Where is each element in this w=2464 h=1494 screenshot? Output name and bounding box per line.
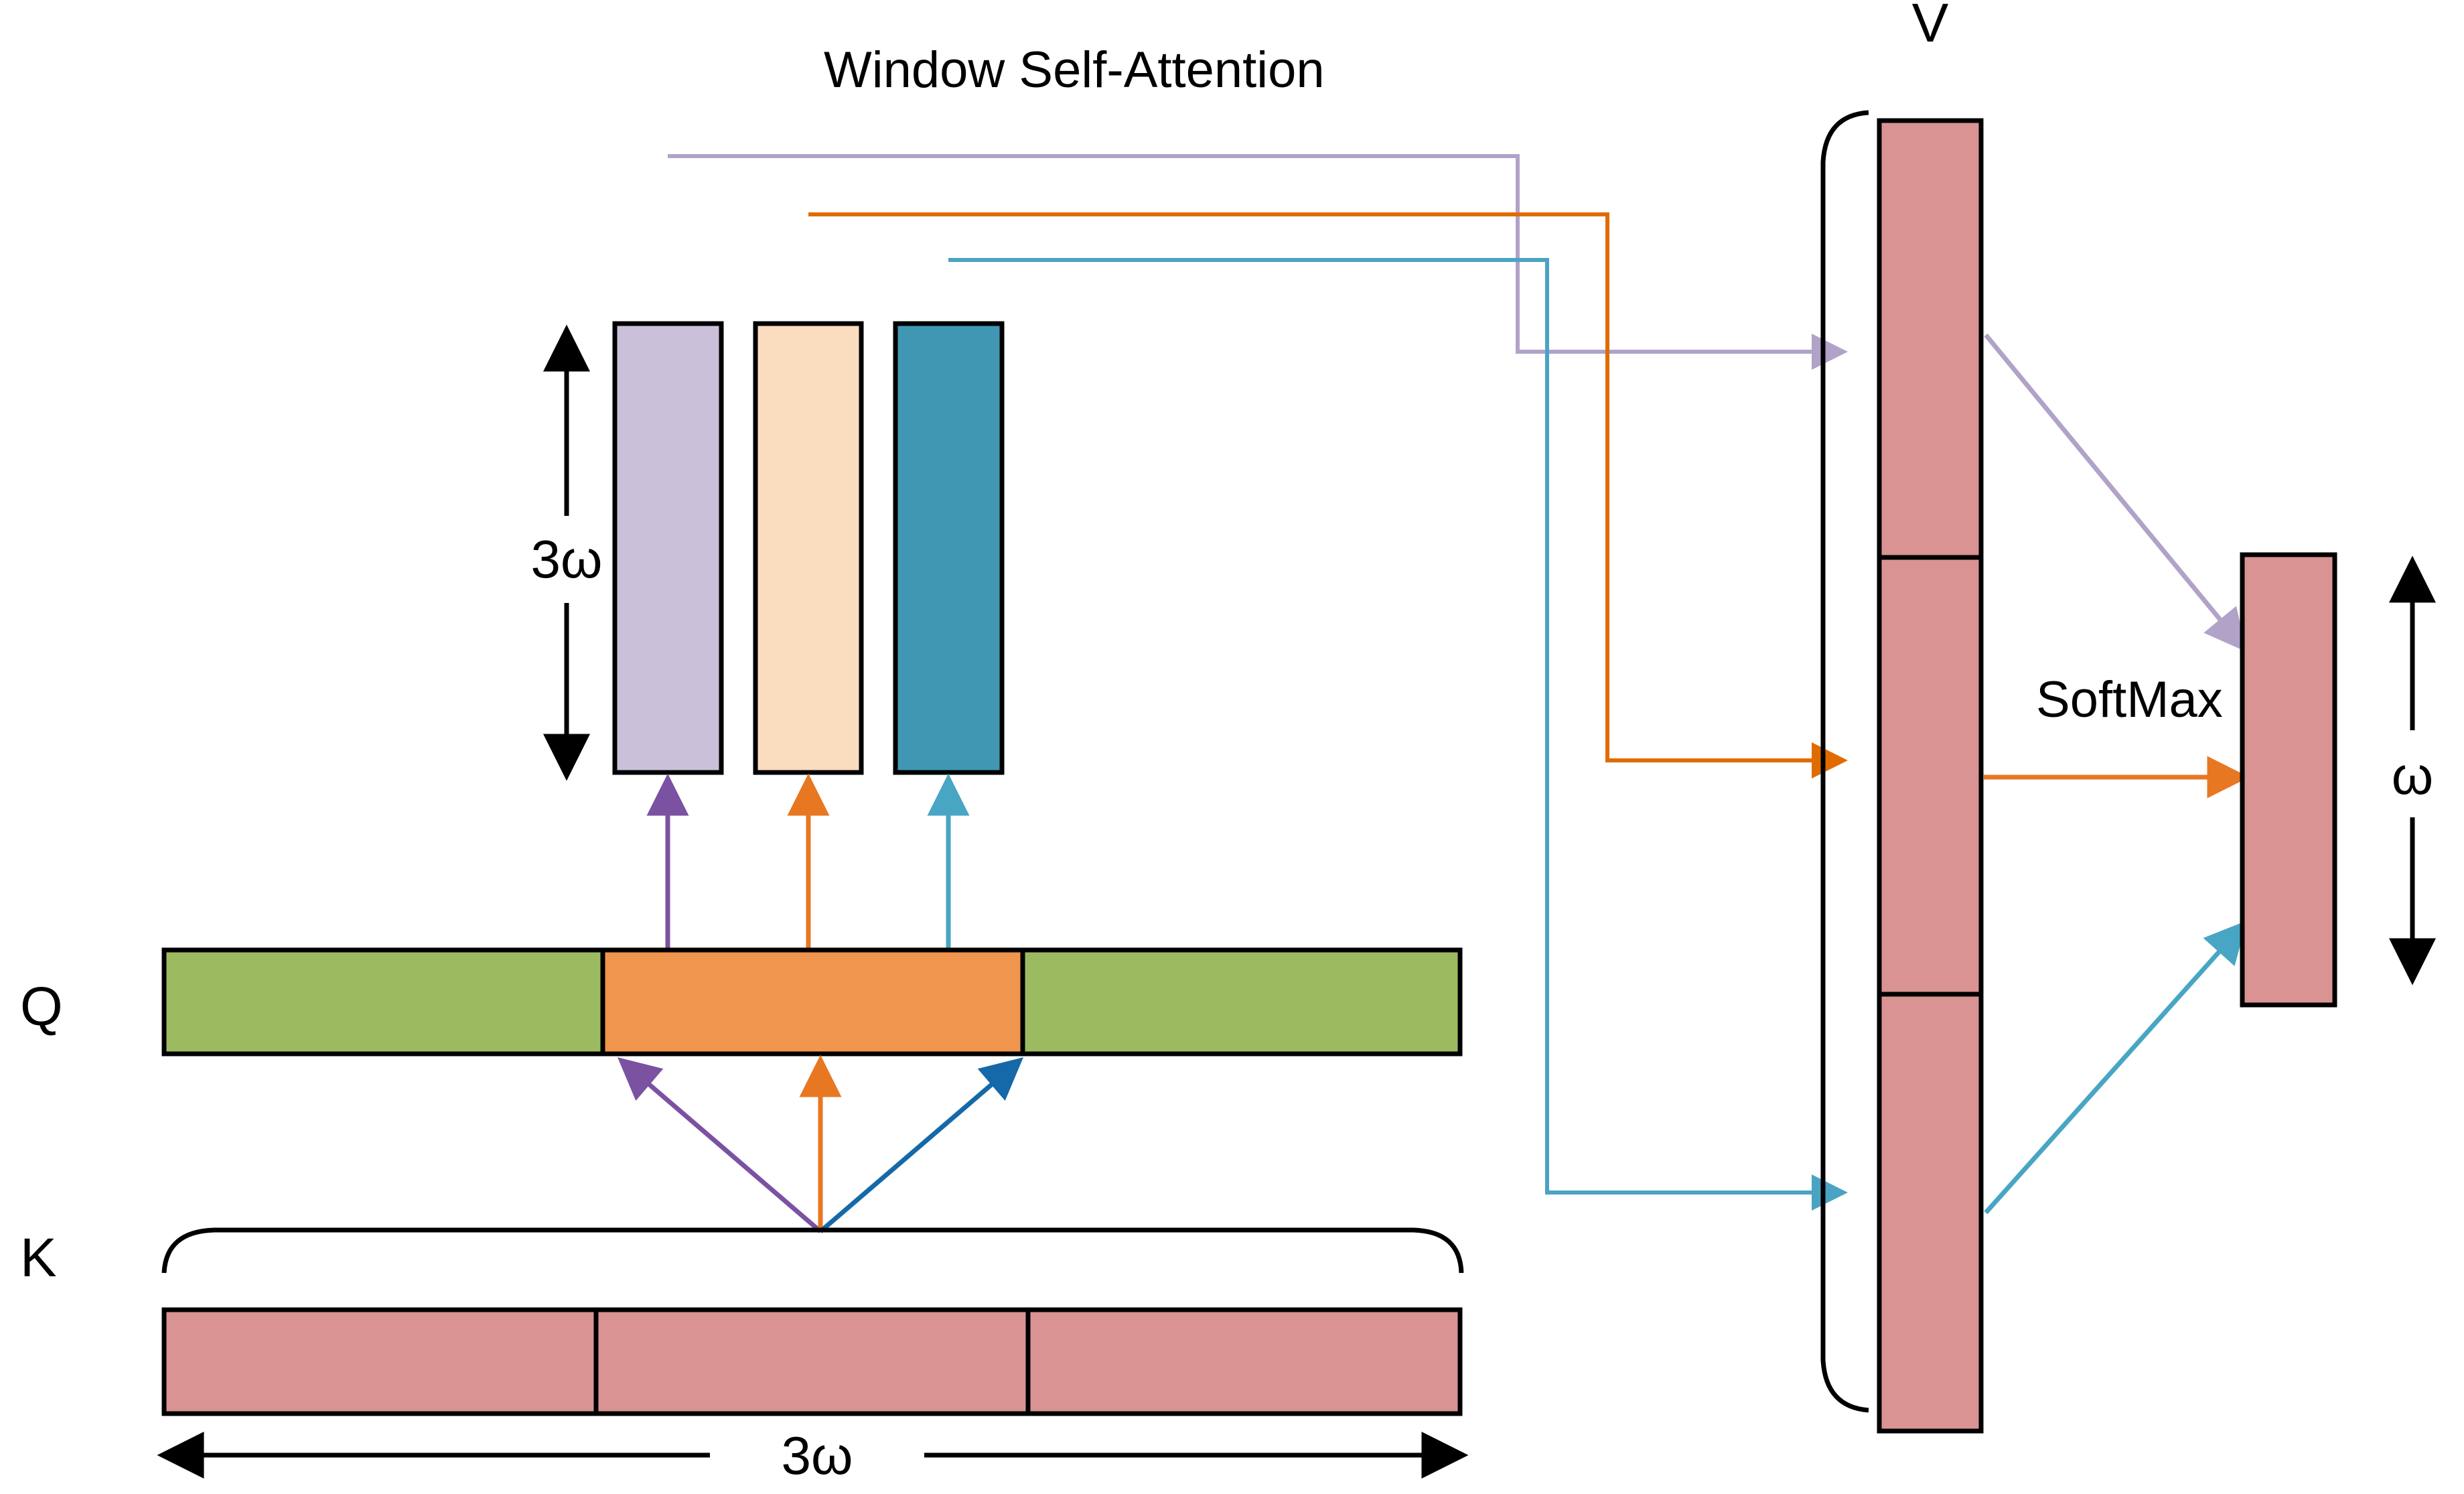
query-label: Q xyxy=(20,976,63,1037)
dimension-label-omega: ω xyxy=(2392,746,2433,805)
flow-window-3 xyxy=(948,258,1848,1211)
dimension-3omega-horizontal-bottom: 3ω xyxy=(157,1426,1469,1485)
value-column[interactable] xyxy=(1877,118,1984,1434)
k-segment-2 xyxy=(593,1307,1031,1416)
dimension-omega-vertical-right: ω xyxy=(2389,555,2436,986)
flow-softmax-1 xyxy=(1984,333,2247,653)
value-column-segment-2 xyxy=(1877,555,1984,997)
k-segment-1 xyxy=(161,1307,599,1416)
value-column-segment-3 xyxy=(1877,992,1984,1434)
key-row[interactable] xyxy=(161,1307,1463,1416)
value-column-segment-1 xyxy=(1877,118,1984,560)
k-segment-3 xyxy=(1025,1307,1463,1416)
arrow-k-to-q-right xyxy=(818,1057,1023,1233)
window-bar-1[interactable] xyxy=(612,321,724,775)
q-segment-left xyxy=(161,947,605,1057)
arrow-k-to-q-left xyxy=(618,1057,822,1233)
dimension-3omega-vertical-left: 3ω xyxy=(531,324,603,781)
flow-window-1 xyxy=(668,154,1848,370)
value-label: V xyxy=(1912,0,1949,54)
window-bar-3[interactable] xyxy=(893,321,1005,775)
dimension-label-3omega-vertical: 3ω xyxy=(531,529,603,589)
value-brace xyxy=(1820,110,1869,1413)
page-title: Window Self-Attention xyxy=(824,42,1325,98)
window-bar-2[interactable] xyxy=(753,321,864,775)
flow-softmax-3 xyxy=(1984,921,2248,1215)
output-column[interactable] xyxy=(2240,552,2337,1008)
query-row[interactable] xyxy=(161,947,1463,1057)
q-segment-right xyxy=(1020,947,1463,1057)
key-label: K xyxy=(20,1227,57,1288)
q-segment-center xyxy=(600,947,1025,1057)
softmax-label: SoftMax xyxy=(2036,671,2223,728)
dimension-label-3omega-horizontal: 3ω xyxy=(782,1426,853,1485)
key-brace xyxy=(161,1227,1464,1274)
flow-window-2 xyxy=(808,212,1848,778)
